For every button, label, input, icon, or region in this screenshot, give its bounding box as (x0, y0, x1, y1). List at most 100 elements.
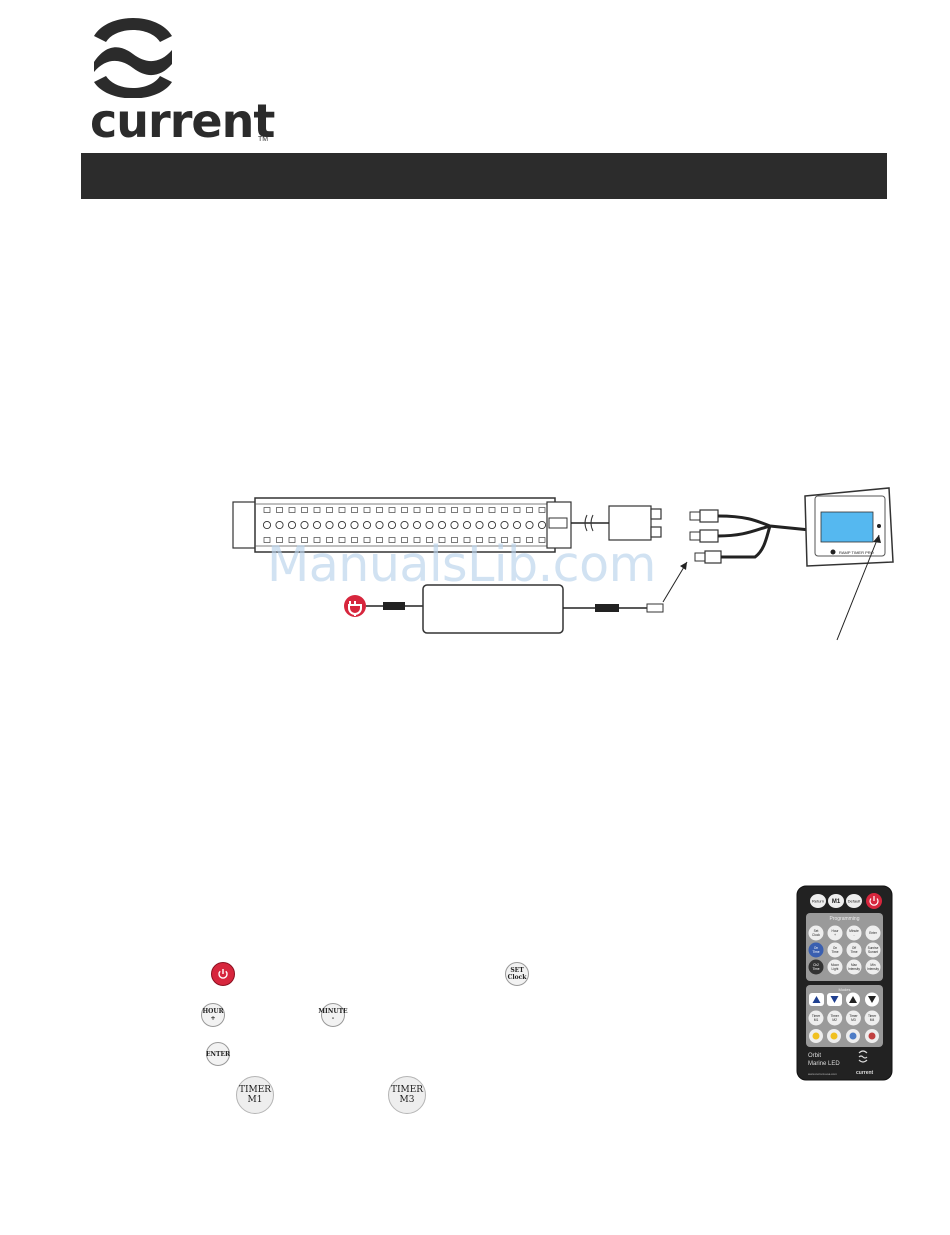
remote-programming-button-label: Intensity (848, 967, 860, 971)
led-large (325, 520, 334, 530)
led-small (288, 507, 296, 513)
led-small (526, 537, 533, 543)
led-small (326, 537, 333, 543)
remote-programming-button-label: Clock (812, 933, 820, 937)
led-large (412, 520, 422, 530)
led-small (301, 507, 308, 513)
led-large (400, 520, 409, 530)
led-small (538, 507, 546, 513)
remote-programming-button (865, 942, 881, 958)
led-small (263, 507, 271, 513)
led-small (301, 537, 308, 543)
led-small (413, 537, 421, 543)
led-small (363, 537, 371, 543)
led-large (450, 520, 459, 530)
remote-programming-button-label: Time (813, 950, 820, 954)
led-small (438, 507, 446, 513)
current-logo-wave-icon (94, 18, 172, 98)
led-large (500, 520, 509, 530)
remote-programming-button-label: Time (832, 950, 839, 954)
led-small (326, 507, 333, 513)
led-small (313, 507, 321, 513)
remote-programming-button-label: Light (832, 967, 839, 971)
svg-text:Default: Default (848, 899, 862, 904)
led-large (312, 520, 322, 530)
remote-programming-button-label: On (833, 946, 837, 950)
led-large (437, 520, 447, 530)
remote-arrow-buttons (809, 992, 879, 1007)
led-small (276, 507, 283, 513)
led-array (262, 507, 547, 543)
ramp-timer-controller: RAMP TIMER PRO (804, 487, 894, 567)
led-large (512, 520, 522, 530)
led-small (363, 507, 371, 513)
led-small (351, 537, 358, 543)
remote-programming-buttons: SetClockHour+Minute-EnterOnTimeOnTimeOff… (808, 925, 881, 975)
led-small (451, 537, 458, 543)
led-large (525, 520, 534, 530)
remote-programming-button (808, 959, 824, 975)
led-small (351, 507, 358, 513)
remote-programming-button-label: + (834, 933, 836, 937)
remote-programming-button (808, 925, 824, 941)
remote-brand: current (856, 1070, 874, 1076)
remote-programming-button (846, 925, 862, 941)
controller-cable-ends (689, 509, 811, 564)
led-small (488, 507, 496, 513)
led-small (388, 537, 396, 543)
remote-timer-button-label: Timer (849, 1014, 858, 1018)
led-small (376, 507, 383, 513)
connection-diagram: RAMP TIMER PRO (232, 487, 894, 641)
led-large (462, 520, 472, 530)
remote-programming-button-label: Off (852, 946, 856, 950)
remote-programming-button-label: On (814, 946, 818, 950)
remote-timer-button-label: Timer (831, 1014, 840, 1018)
remote-programming-button (827, 942, 843, 958)
remote-programming-button-label: Enter (869, 931, 878, 935)
header-bar (81, 153, 887, 199)
led-large (300, 520, 309, 530)
remote-programming-label: Programming (829, 916, 859, 922)
remote-programming-button-label: Hour (832, 929, 840, 933)
remote-timer-button (808, 1010, 824, 1026)
remote-programming-button-label: Intensity (867, 967, 879, 971)
plug-icon (348, 601, 362, 616)
led-small (476, 507, 483, 513)
led-large (425, 520, 434, 530)
remote-timer-button-label: M2 (832, 1018, 837, 1022)
remote-product-name-2: Marine LED (808, 1061, 840, 1067)
led-small (451, 507, 458, 513)
hour-button-icon: HOUR+ (201, 1003, 225, 1027)
y-connector (593, 505, 662, 541)
remote-programming-button (846, 959, 862, 975)
led-large (537, 520, 547, 530)
led-small (338, 537, 346, 543)
timer-label: RAMP TIMER PRO (839, 550, 874, 555)
remote-programming-button-label: Sunset (868, 950, 878, 954)
led-small (476, 537, 483, 543)
led-small (526, 507, 533, 513)
led-large (350, 520, 359, 530)
led-fixture (232, 497, 572, 553)
power-symbol-icon (218, 969, 228, 979)
enter-button-icon: ENTER (206, 1042, 230, 1066)
remote-top-buttons: Return M1 Default (810, 893, 882, 909)
power-supply (344, 584, 664, 634)
led-small (401, 537, 408, 543)
remote-timer-button (845, 1010, 861, 1026)
remote-programming-button (846, 942, 862, 958)
remote-programming-button-label: Set (814, 929, 819, 933)
remote-programming-button (827, 925, 843, 941)
remote-programming-button-label: Time (813, 967, 820, 971)
remote-color-buttons (809, 1029, 879, 1043)
remote-timer-button-label: Timer (812, 1014, 821, 1018)
remote-logo-icon (858, 1050, 868, 1063)
led-small (463, 537, 471, 543)
led-small (313, 537, 321, 543)
led-small (288, 537, 296, 543)
